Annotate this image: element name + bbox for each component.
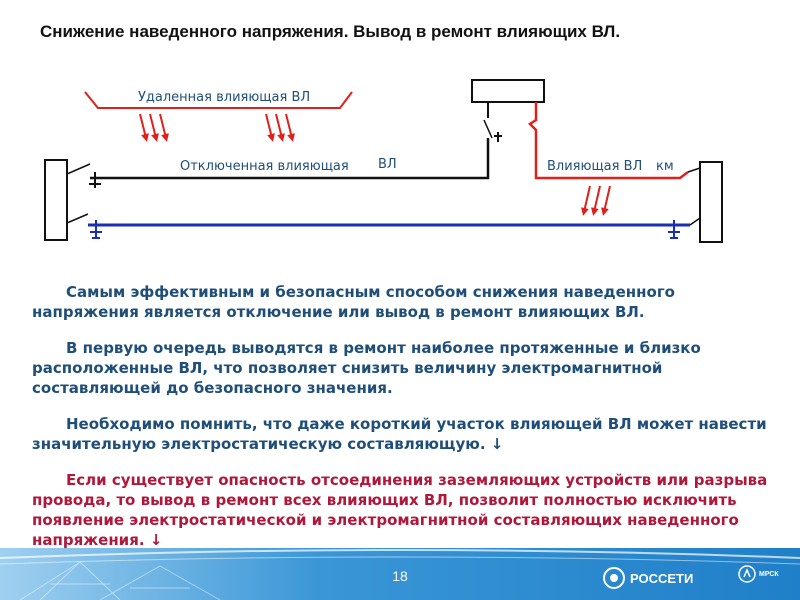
sub-brand: МРСК	[738, 565, 779, 583]
footer-banner	[0, 548, 800, 600]
paragraph-1: Самым эффективным и безопасным способом …	[32, 283, 675, 321]
mrsk-logo-icon	[738, 565, 756, 583]
induced-voltage-diagram: Удаленная влияющая ВЛ	[44, 79, 723, 243]
influencing-line	[528, 102, 689, 180]
left-switch-blue	[66, 213, 89, 224]
top-switch-blade	[483, 119, 493, 139]
right-ground-blue	[668, 220, 680, 239]
left-ground-blue	[90, 220, 102, 239]
brand: РОССЕТИ	[603, 567, 693, 589]
slide-title: Снижение наведенного напряжения. Вывод в…	[40, 22, 621, 41]
km-label: км	[656, 159, 674, 174]
top-ground	[494, 132, 502, 142]
left-substation	[44, 159, 68, 241]
remote-line	[84, 91, 353, 109]
disconnected-line	[90, 138, 490, 180]
rosseti-logo-icon	[603, 567, 625, 589]
footer-tower-lines	[19, 561, 221, 600]
remote-field-arrows	[139, 113, 295, 142]
page-number: 18	[392, 568, 408, 584]
left-switch	[66, 163, 91, 175]
right-switch-red	[687, 167, 701, 173]
disconnected-line-label: Отключенная влияющая	[180, 159, 349, 174]
right-switch-blue	[689, 217, 701, 226]
sub-brand-name: МРСК	[759, 570, 779, 578]
brand-name: РОССЕТИ	[630, 570, 694, 586]
remote-line-label: Удаленная влияющая ВЛ	[138, 90, 310, 105]
influencing-line-label: Влияющая ВЛ	[547, 159, 642, 174]
left-ground-black	[89, 172, 101, 188]
right-substation	[699, 161, 723, 243]
paragraph-3: Необходимо помнить, что даже короткий уч…	[32, 415, 767, 453]
influencing-field-arrows	[581, 185, 611, 216]
paragraph-4: Если существует опасность отсоединения з…	[32, 471, 768, 549]
paragraph-2: В первую очередь выводятся в ремонт наиб…	[32, 339, 701, 397]
overlap-label: ВЛ	[378, 157, 397, 172]
top-substation	[471, 79, 545, 103]
